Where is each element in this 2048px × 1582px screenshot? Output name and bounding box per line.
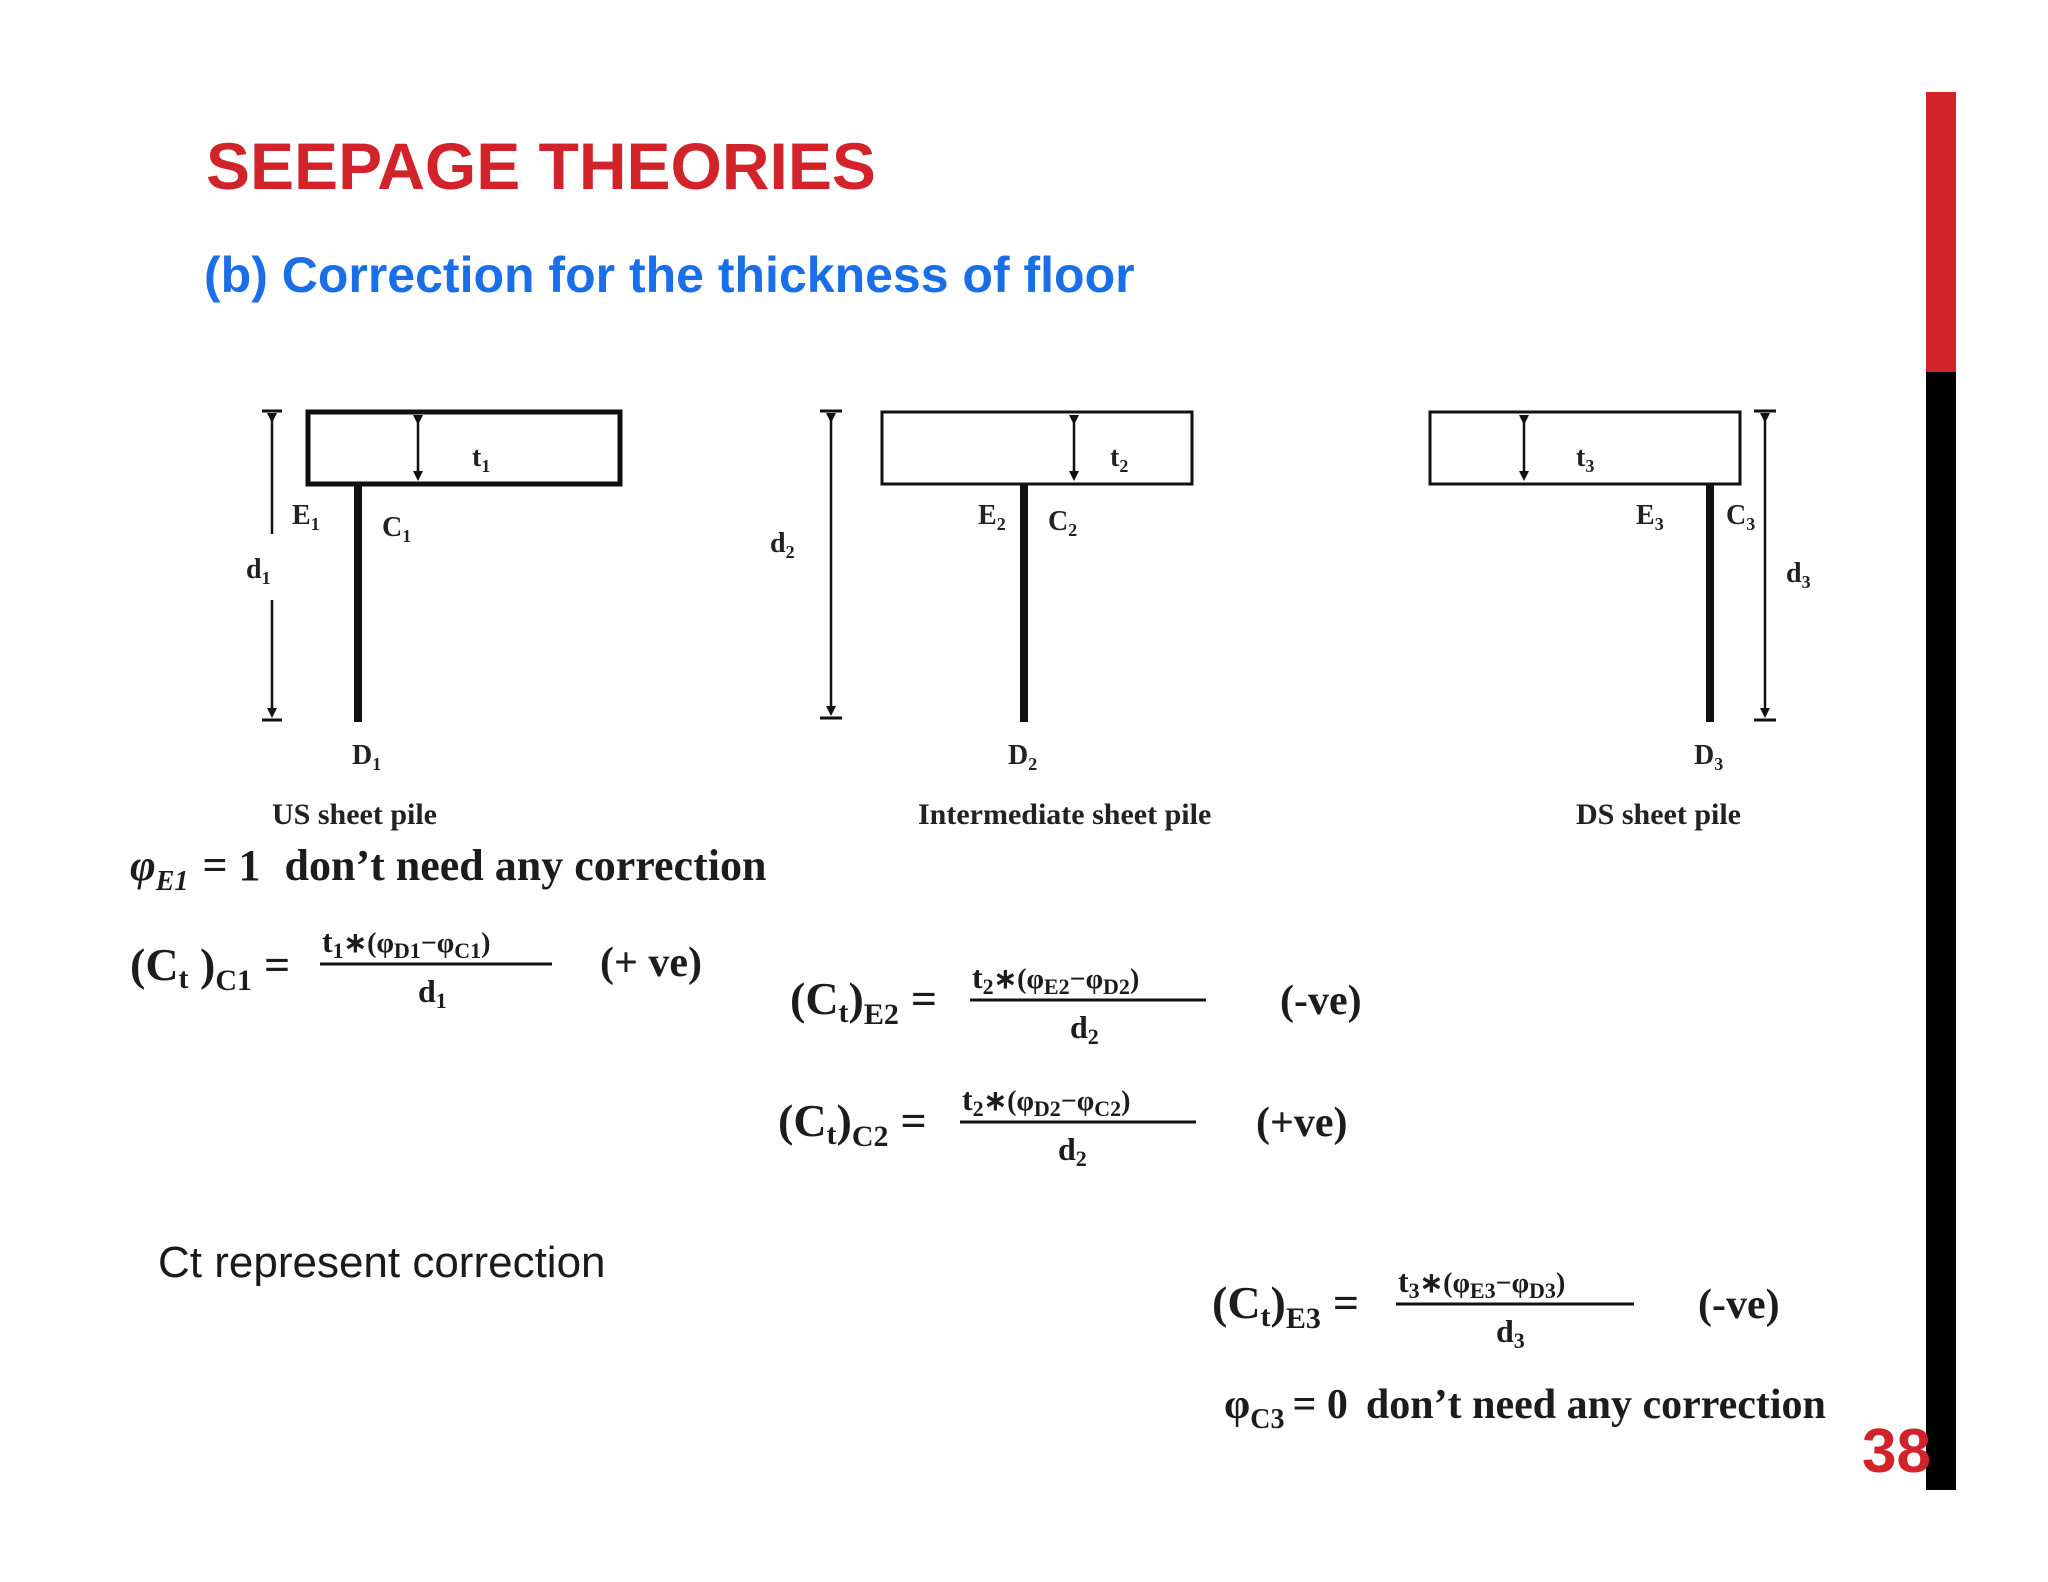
- floor-ds: [1428, 410, 1742, 486]
- t2-label: t2: [1110, 442, 1128, 476]
- ct-definition-note: Ct represent correction: [158, 1238, 606, 1287]
- side-accent-bar-red: [1926, 92, 1956, 372]
- svg-text:(+ ve): (+ ve): [600, 940, 702, 986]
- caption-us-sheet-pile: US sheet pile: [272, 798, 437, 831]
- t3-label: t3: [1576, 442, 1594, 476]
- c3-label: C3: [1726, 500, 1755, 534]
- svg-text:(Ct)C2=: (Ct)C2=: [778, 1095, 927, 1153]
- svg-text:t2∗(φD2−φC2): t2∗(φD2−φC2): [962, 1081, 1130, 1121]
- eq-ct-e3: (Ct)E3= t3∗(φE3−φD3) d3 (-ve): [1212, 1263, 1780, 1353]
- c1-label: C1: [382, 512, 411, 546]
- pile-intermediate: t2 E2 C2 d2 D2 Intermediate sheet pile: [770, 409, 1211, 831]
- svg-text:d2: d2: [1070, 1009, 1099, 1049]
- svg-text:t1∗(φD1−φC1): t1∗(φD1−φC1): [322, 923, 490, 963]
- svg-text:(+ve): (+ve): [1256, 1100, 1348, 1146]
- c2-label: C2: [1048, 506, 1077, 540]
- pile-ds: t3 E3 C3 d3 D3 DS sheet pile: [1428, 409, 1811, 831]
- eq-ct-e2: (Ct)E2= t2∗(φE2−φD2) d2 (-ve): [790, 959, 1362, 1049]
- d1-label: d1: [246, 554, 271, 588]
- svg-text:t3∗(φE3−φD3): t3∗(φE3−φD3): [1398, 1263, 1565, 1303]
- floor-intermediate: [880, 410, 1194, 486]
- pile-us: t1 E1 C1 d1 D1 US sheet pile: [246, 409, 623, 831]
- floor-us: [305, 409, 623, 487]
- page-number: 38: [1862, 1417, 1931, 1486]
- t1-label: t1: [472, 442, 490, 476]
- svg-text:(-ve): (-ve): [1280, 978, 1362, 1024]
- slide-subtitle: (b) Correction for the thickness of floo…: [204, 247, 1135, 303]
- svg-text:(Ct )C1=: (Ct )C1=: [130, 939, 290, 997]
- e1-label: E1: [292, 500, 320, 534]
- svg-text:(-ve): (-ve): [1698, 1282, 1780, 1328]
- svg-text:d2: d2: [1058, 1131, 1087, 1171]
- caption-ds-sheet-pile: DS sheet pile: [1576, 798, 1741, 831]
- pile2-bottom-label: D2: [1008, 740, 1037, 774]
- caption-intermediate-sheet-pile: Intermediate sheet pile: [918, 798, 1211, 831]
- slide-title: SEEPAGE THEORIES: [206, 129, 876, 203]
- e2-label: E2: [978, 500, 1006, 534]
- pile3-bottom-label: D3: [1694, 740, 1723, 774]
- eq-ct-c2: (Ct)C2= t2∗(φD2−φC2) d2 (+ve): [778, 1081, 1348, 1171]
- svg-text:(Ct)E3=: (Ct)E3=: [1212, 1277, 1359, 1335]
- svg-text:(Ct)E2=: (Ct)E2=: [790, 973, 937, 1031]
- pile1-bottom-label: D1: [352, 740, 381, 774]
- side-accent-bar-black: [1926, 372, 1956, 1490]
- d2-label: d2: [770, 528, 795, 562]
- svg-text:d3: d3: [1496, 1313, 1525, 1353]
- eq-ct-c1: (Ct )C1= t1∗(φD1−φC1) d1 (+ ve): [130, 923, 702, 1013]
- svg-text:t2∗(φE2−φD2): t2∗(φE2−φD2): [972, 959, 1139, 999]
- d3-label: d3: [1786, 558, 1811, 592]
- svg-text:d1: d1: [418, 973, 447, 1013]
- e3-label: E3: [1636, 500, 1664, 534]
